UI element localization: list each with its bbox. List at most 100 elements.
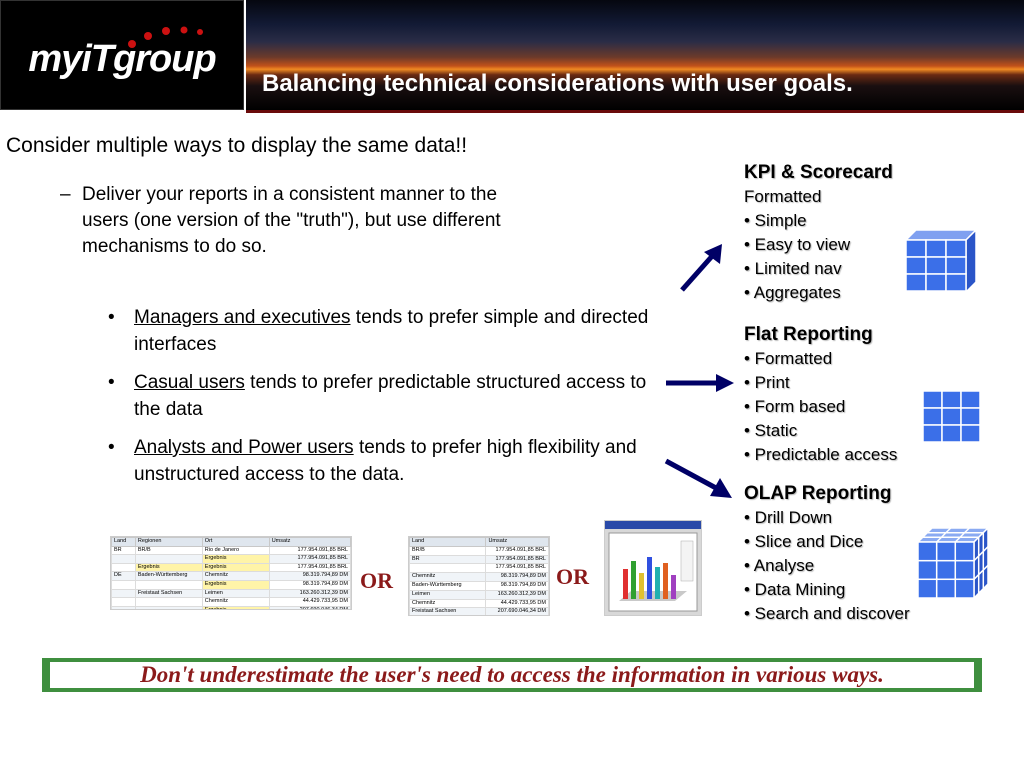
table-cell [111,588,136,599]
kpi-feature: Formatted [744,187,822,206]
kpi-scorecard-title: KPI & Scorecard [744,162,893,183]
table-cell: Freistaat Sachsen [409,607,487,615]
callout-text: Don't underestimate the user's need to a… [50,662,974,688]
company-logo: myiTgroup [28,38,216,80]
table-cell: Freistaat Sachsen [134,588,203,599]
olap-reporting-title: OLAP Reporting [744,483,892,504]
flat-reporting-title: Flat Reporting [744,324,873,345]
table-cell [134,554,203,564]
table-cell: 177.954.091,85 BRL [268,562,351,573]
kpi-scorecard-panel: KPI & Scorecard Formatted • Simple • Eas… [744,161,893,305]
table-cell: BR/B [134,545,203,556]
table-header-cell: Ort [201,537,270,547]
bullet-marker: • [108,307,115,328]
user-type-label: Analysts and Power users [134,437,354,458]
kpi-feature: • Aggregates [744,283,841,302]
olap-feature: • Slice and Dice [744,532,864,551]
arrow-down-right-icon [664,458,732,498]
olap-reporting-panel: OLAP Reporting • Drill Down • Slice and … [744,482,910,626]
table-cell: Leimen [201,588,270,599]
user-type-description: tends to prefer simple and directed inte… [134,307,649,355]
table-cell: 98.319.794,89 DM [485,572,549,582]
table-cell [409,563,487,574]
table-cell: 44.429.733,95 DM [268,597,351,607]
flat-reporting-panel: Flat Reporting • Formatted • Print • For… [744,323,897,467]
bullet-marker: • [108,372,115,393]
flat-feature: • Predictable access [744,445,898,464]
table-cell [134,579,203,590]
header-banner [246,0,1024,110]
bullet-marker: • [108,437,115,458]
table-cell: 163.260.312,39 DM [485,589,549,600]
table-cell: Leimen [409,589,487,600]
slide-title: Balancing technical considerations with … [262,70,853,97]
chart-screenshot-icon [605,521,701,612]
table-cell: 98.319.794,89 DM [485,580,549,591]
olap-chart-thumbnail [604,520,702,616]
list-item: •Casual users tends to prefer predictabl… [108,369,668,423]
flat-feature: • Static [744,421,798,440]
table-cell: Ergebnis [201,554,270,564]
table-cell [111,579,136,590]
kpi-feature: • Simple [744,211,807,230]
logo-dots [128,26,203,48]
table-cell: Chemnitz [201,597,270,607]
table-cell: BR [111,545,136,556]
olap-feature: • Data Mining [744,580,846,599]
table-cell: 177.954.091,85 BRL [268,554,351,564]
table-cell: 177.954.091,85 BRL [485,545,549,556]
arrow-up-right-icon [680,244,722,292]
table-cell: Ergebnis [134,562,203,573]
list-item: •Managers and executives tends to prefer… [108,304,668,358]
callout-banner: Don't underestimate the user's need to a… [42,658,982,692]
table-cell: Rio de Janero [201,545,270,556]
table-cell: 177.954.091,85 BRL [268,545,351,556]
table-cell [134,597,203,607]
header-divider [246,110,1024,113]
or-label: OR [360,568,393,593]
table-cell: 207.690.046,34 DM [268,605,351,609]
table-cell: BR [409,554,487,565]
dash-point-text: Deliver your reports in a consistent man… [82,184,501,257]
table-cell: Chemnitz [201,571,270,581]
table-cell [111,562,136,573]
table-row: 177.954.091,85 BRL [409,563,549,574]
olap-cube-icon [916,526,990,600]
table-cell [111,597,136,607]
table-cell: DE [111,571,136,581]
slide-subtitle: Consider multiple ways to display the sa… [6,134,468,157]
table-cell: Ergebnis [201,579,270,590]
dash-marker: – [60,184,71,205]
table-cell: Baden-Württemberg [134,571,203,581]
user-type-label: Casual users [134,372,245,393]
olap-feature: • Drill Down [744,508,833,527]
table-cell: 207.690.046,34 DM [485,607,549,615]
table-header-cell: Regionen [134,537,203,547]
flat-feature: • Formatted [744,349,833,368]
table-header-cell: Land [111,537,136,547]
arrow-right-icon [666,374,734,392]
table-cell: 177.954.091,85 BRL [485,554,549,565]
kpi-feature: • Easy to view [744,235,851,254]
kpi-cube-icon [904,228,978,294]
table-cell: 163.260.312,39 DM [268,588,351,599]
olap-feature: • Analyse [744,556,815,575]
